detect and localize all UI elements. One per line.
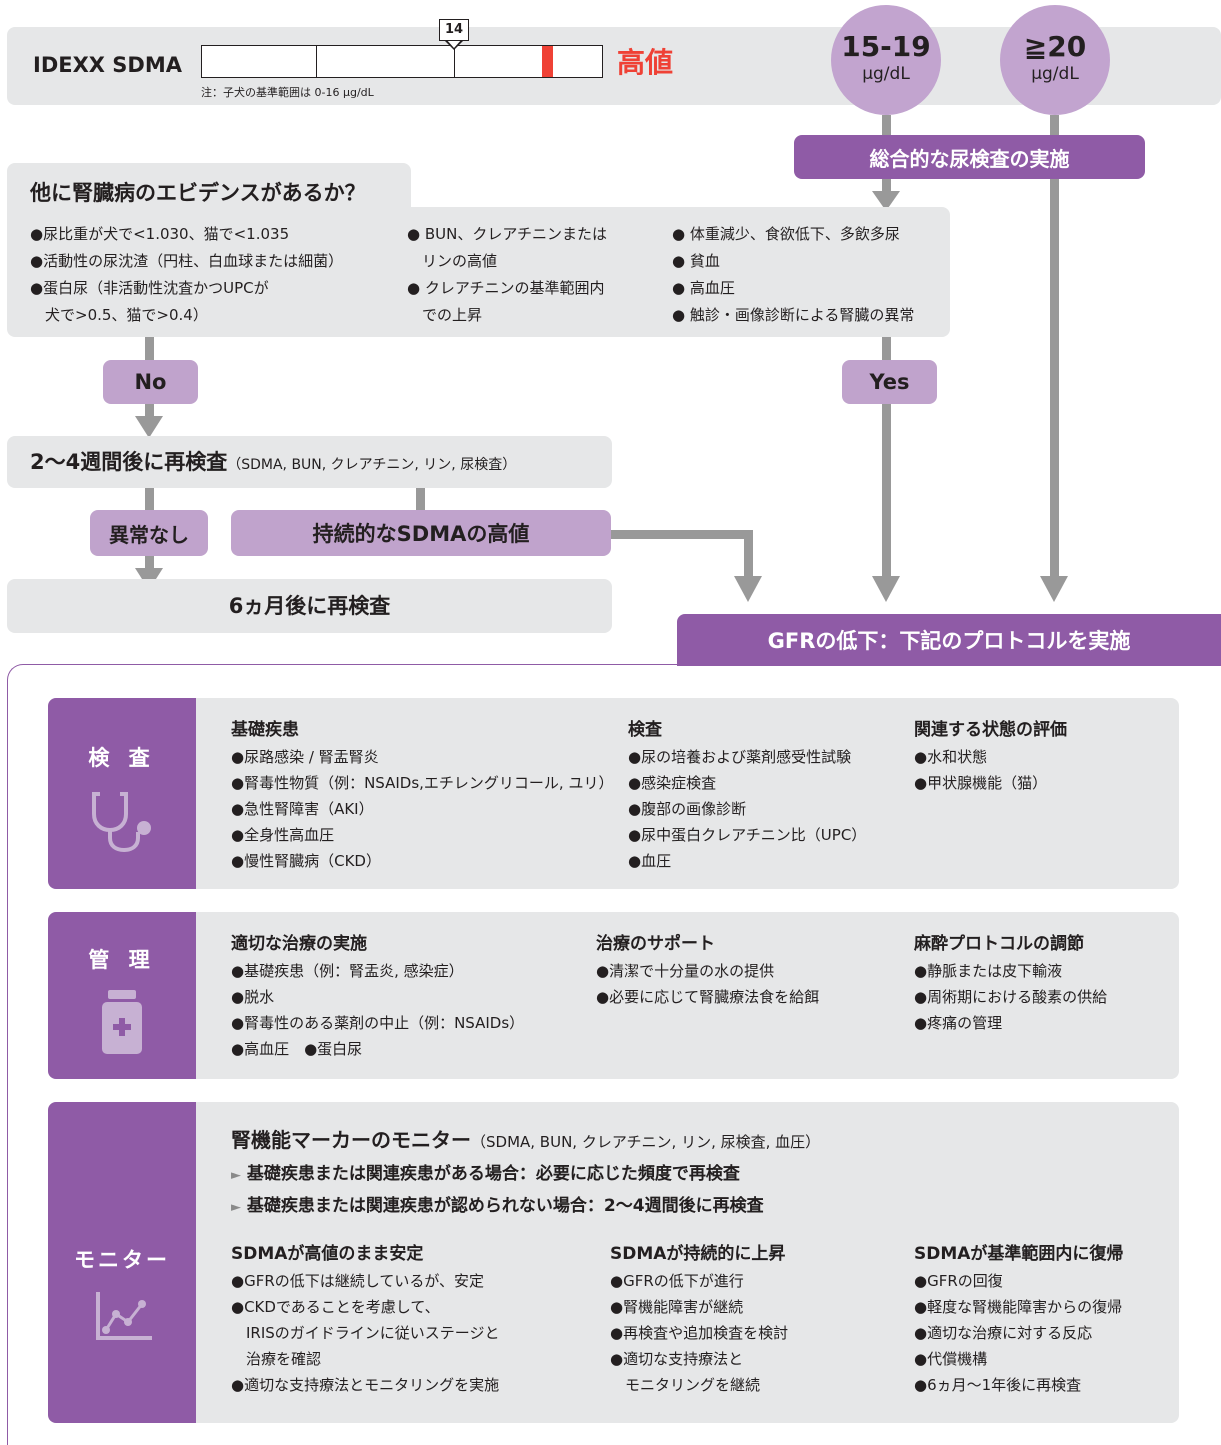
range-20-value: ≧20 (1023, 30, 1087, 63)
persistent-sdma-label: 持続的なSDMAの高値 (231, 510, 611, 556)
line-chart-icon (96, 1292, 152, 1340)
arrow-down-icon (734, 576, 762, 602)
connector-line (882, 337, 891, 579)
triangle-right-icon: ► (231, 1168, 241, 1183)
range-15-19-circle: 15-19 μg/dL (831, 5, 941, 115)
six-month-panel (7, 579, 612, 633)
monitor-col2-title: SDMAが持続的に上昇 (610, 1244, 786, 1264)
exam-col-related: 関連する状態の評価 ●水和状態 ●甲状腺機能（猫） (914, 718, 1067, 796)
manage-col-treatment: 適切な治療の実施 ●基礎疾患（例：腎盂炎, 感染症） ●脱水 ●腎毒性のある薬剤… (231, 932, 524, 1062)
monitor-col-rising: SDMAが持続的に上昇 ●GFRの低下が進行 ●腎機能障害が継続 ●再検査や追加… (610, 1242, 788, 1398)
monitor-line-2: ► 基礎疾患または関連疾患が認められない場合：2〜4週間後に再検査 (231, 1196, 764, 1216)
monitor-col3-title: SDMAが基準範囲内に復帰 (914, 1244, 1124, 1264)
monitor-col2-list: ●GFRの低下が進行 ●腎機能障害が継続 ●再検査や追加検査を検討 ●適切な支持… (610, 1272, 789, 1394)
range-20-circle: ≧20 μg/dL (1000, 5, 1110, 115)
manage-col3-list: ●静脈または皮下輸液 ●周術期における酸素の供給 ●疼痛の管理 (914, 962, 1108, 1032)
manage-col2-list: ●清潔で十分量の水の提供 ●必要に応じて腎臓療法食を給餌 (596, 962, 820, 1006)
manage-section-header: 管 理 (48, 912, 196, 1079)
manage-col3-title: 麻酔プロトコルの調節 (914, 934, 1084, 954)
manage-label: 管 理 (88, 948, 156, 972)
exam-col-underlying: 基礎疾患 ●尿路感染 / 腎盂腎炎 ●腎毒性物質（例：NSAIDs,エチレングリ… (231, 718, 613, 874)
monitor-col1-title: SDMAが高値のまま安定 (231, 1244, 424, 1264)
exam-section-body: 基礎疾患 ●尿路感染 / 腎盂腎炎 ●腎毒性物質（例：NSAIDs,エチレングリ… (196, 698, 1179, 889)
sdma-marker-value: 14 (439, 19, 469, 41)
evidence-panel (7, 207, 950, 337)
monitor-col1-list: ●GFRの低下は継続しているが、安定 ●CKDであることを考慮して、 IRISの… (231, 1272, 500, 1394)
exam-label: 検 査 (88, 746, 156, 770)
protocol-outline (7, 664, 1221, 1445)
monitor-col3-list: ●GFRの回復 ●軽度な腎機能障害からの復帰 ●適切な治療に対する反応 ●代償機… (914, 1272, 1123, 1394)
evidence-list-2: ● BUN、クレアチニンまたは リンの高値 ● クレアチニンの基準範囲内 での上… (407, 225, 608, 324)
six-month-text: 6ヵ月後に再検査 (228, 594, 391, 618)
sdma-high-label: 高値 (617, 46, 674, 79)
connector-line (611, 530, 753, 539)
manage-section-body: 適切な治療の実施 ●基礎疾患（例：腎盂炎, 感染症） ●脱水 ●腎毒性のある薬剤… (196, 912, 1179, 1079)
evidence-title-tab (7, 163, 411, 219)
evidence-list-1: ●尿比重が犬で<1.030、猫で<1.035 ●活動性の尿沈渣（円柱、白血球また… (30, 225, 344, 324)
exam-col2-list: ●尿の培養および薬剤感受性試験 ●感染症検査 ●腹部の画像診断 ●尿中蛋白クレア… (628, 748, 867, 870)
sdma-label: IDEXX SDMA (33, 53, 182, 77)
monitor-line-1: ► 基礎疾患または関連疾患がある場合：必要に応じた頻度で再検査 (231, 1164, 740, 1184)
monitor-section-body: 腎機能マーカーのモニター（SDMA, BUN, クレアチニン, リン, 尿検査,… (196, 1102, 1179, 1423)
exam-col1-list: ●尿路感染 / 腎盂腎炎 ●腎毒性物質（例：NSAIDs,エチレングリコール, … (231, 748, 614, 870)
arrow-down-icon (1040, 576, 1068, 602)
connector-line (882, 115, 891, 135)
sdma-marker-pointer-inner (446, 39, 462, 48)
urinalysis-box: 総合的な尿検査の実施 (794, 135, 1145, 179)
arrow-down-icon (135, 416, 163, 438)
connector-line (744, 530, 753, 578)
exam-section-header: 検 査 (48, 698, 196, 889)
monitor-section-header: モニター (48, 1102, 196, 1423)
stethoscope-icon (92, 792, 151, 852)
exam-col-tests: 検査 ●尿の培養および薬剤感受性試験 ●感染症検査 ●腹部の画像診断 ●尿中蛋白… (628, 718, 866, 874)
manage-col1-title: 適切な治療の実施 (231, 934, 367, 954)
exam-col3-list: ●水和状態 ●甲状腺機能（猫） (914, 748, 1048, 792)
monitor-header: 腎機能マーカーのモニター（SDMA, BUN, クレアチニン, リン, 尿検査,… (231, 1128, 821, 1152)
no-label: No (103, 360, 198, 404)
scale-divider (316, 46, 317, 77)
exam-col1-title: 基礎疾患 (231, 720, 299, 740)
range-15-19-unit: μg/dL (862, 64, 910, 84)
recheck-panel (7, 436, 612, 488)
manage-col-support: 治療のサポート ●清潔で十分量の水の提供 ●必要に応じて腎臓療法食を給餌 (596, 932, 819, 1010)
sdma-note: 注：子犬の基準範囲は 0-16 μg/dL (201, 86, 374, 99)
connector-line (416, 488, 425, 510)
sdma-high-zone (542, 46, 553, 77)
manage-col2-title: 治療のサポート (596, 934, 715, 954)
range-20-unit: μg/dL (1031, 64, 1079, 84)
arrow-down-icon (872, 191, 900, 211)
scale-divider (454, 46, 455, 77)
normal-label: 異常なし (90, 510, 208, 556)
arrow-down-icon (872, 576, 900, 602)
evidence-list-3: ● 体重減少、食欲低下、多飲多尿 ● 貧血 ● 高血圧 ● 触診・画像診断による… (672, 225, 915, 324)
triangle-right-icon: ► (231, 1200, 241, 1215)
monitor-label: モニター (74, 1248, 170, 1272)
recheck-text: 2〜4週間後に再検査（SDMA, BUN, クレアチニン, リン, 尿検査） (30, 450, 517, 474)
range-15-19-value: 15-19 (841, 30, 931, 63)
connector-line (882, 179, 891, 193)
monitor-col-stable: SDMAが高値のまま安定 ●GFRの低下は継続しているが、安定 ●CKDであるこ… (231, 1242, 500, 1398)
medicine-bottle-icon (102, 990, 142, 1054)
exam-col2-title: 検査 (628, 720, 662, 740)
evidence-title: 他に腎臓病のエビデンスがあるか？ (30, 181, 366, 205)
connector-line (1050, 115, 1059, 578)
monitor-col-recovered: SDMAが基準範囲内に復帰 ●GFRの回復 ●軽度な腎機能障害からの復帰 ●適切… (914, 1242, 1123, 1398)
exam-col3-title: 関連する状態の評価 (914, 720, 1067, 740)
manage-col1-list: ●基礎疾患（例：腎盂炎, 感染症） ●脱水 ●腎毒性のある薬剤の中止（例：NSA… (231, 962, 525, 1058)
gfr-box: GFRの低下：下記のプロトコルを実施 (677, 614, 1221, 666)
sdma-scale-bar (201, 45, 603, 78)
manage-col-anesthesia: 麻酔プロトコルの調節 ●静脈または皮下輸液 ●周術期における酸素の供給 ●疼痛の… (914, 932, 1107, 1036)
yes-label: Yes (842, 360, 937, 404)
